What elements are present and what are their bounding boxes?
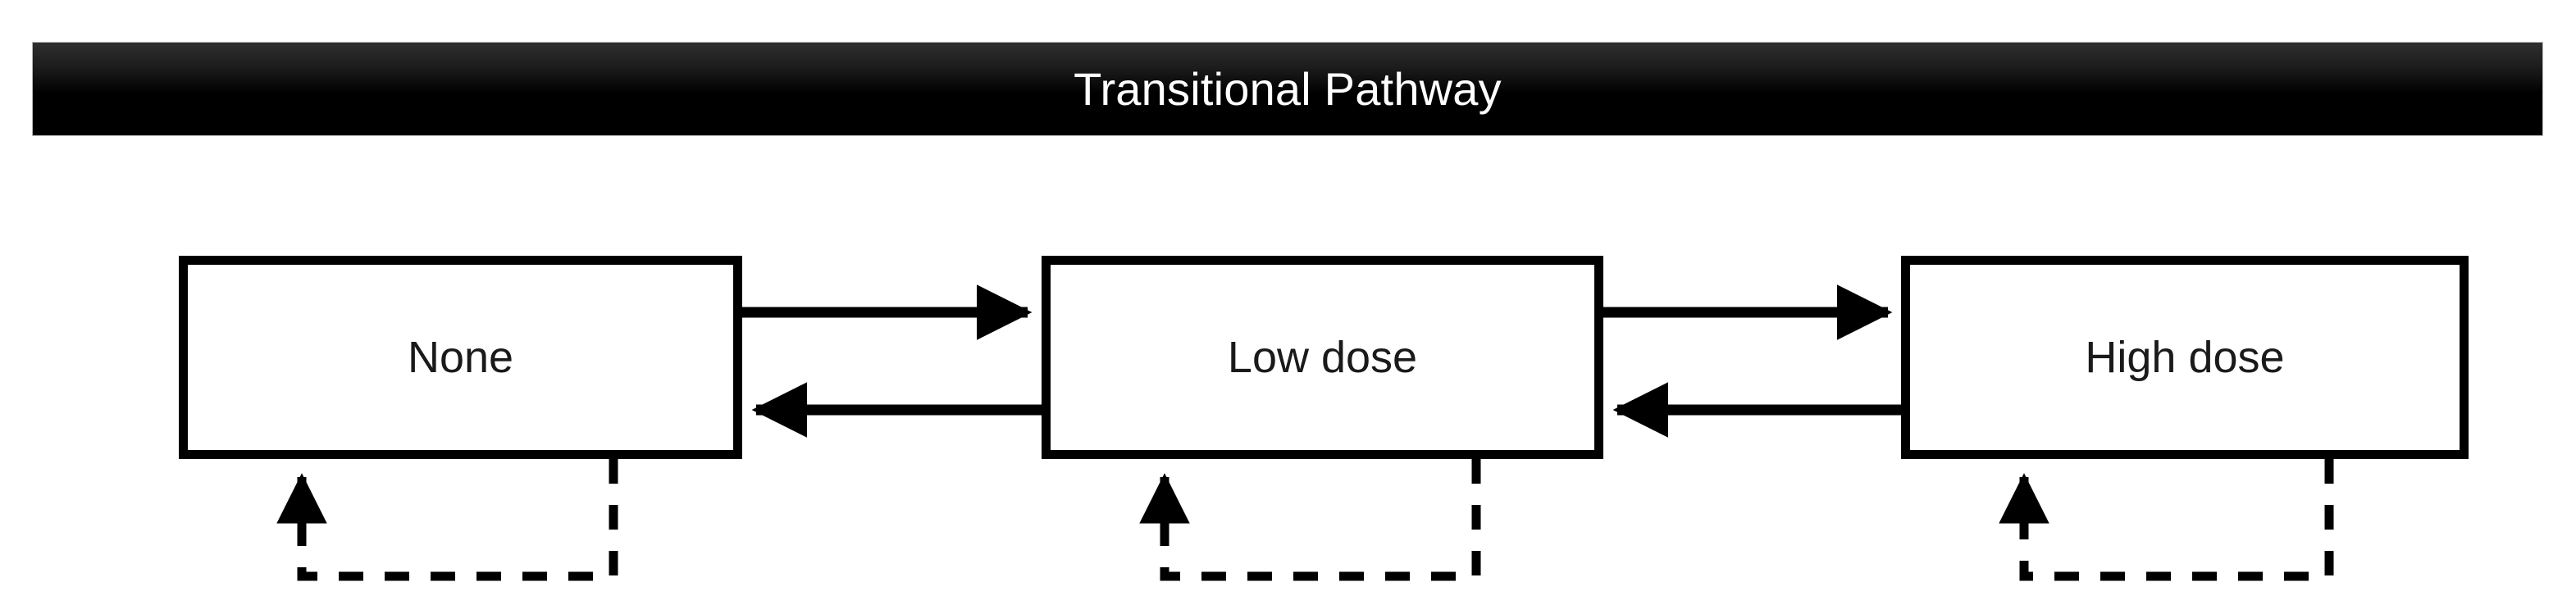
state-label-low-dose: Low dose xyxy=(1227,333,1418,382)
title-banner: Transitional Pathway xyxy=(33,43,2542,135)
self-loop-high-dose xyxy=(1999,459,2334,581)
state-box-none[interactable]: None xyxy=(179,256,742,459)
self-loop-low-dose xyxy=(1139,459,1481,581)
page-title: Transitional Pathway xyxy=(1074,62,1502,115)
self-loop-none xyxy=(276,459,618,581)
state-box-low-dose[interactable]: Low dose xyxy=(1042,256,1603,459)
state-label-none: None xyxy=(407,333,514,382)
state-box-high-dose[interactable]: High dose xyxy=(1901,256,2469,459)
state-label-high-dose: High dose xyxy=(2085,333,2285,382)
